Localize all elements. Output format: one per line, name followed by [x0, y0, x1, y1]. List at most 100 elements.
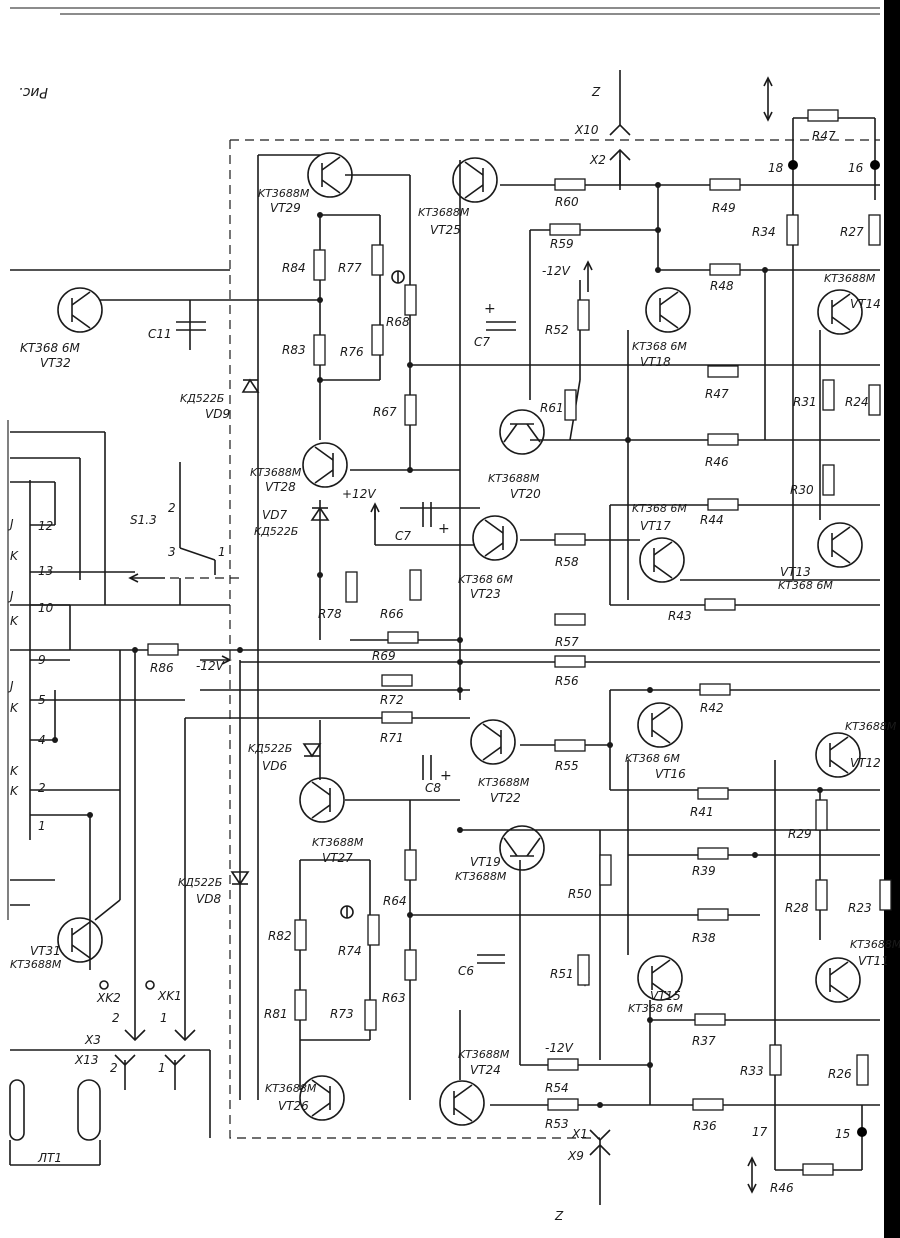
label-r29: R29: [788, 827, 812, 841]
label-r46-bottom: R46: [770, 1181, 794, 1195]
label-vt24-ref: VT24: [470, 1063, 501, 1077]
ic-pin-12: 12: [38, 519, 53, 533]
label-vd8-ref: VD8: [196, 892, 221, 906]
label-x3: X3: [84, 1033, 101, 1047]
label-r68: R68: [386, 315, 410, 329]
label-r72: R72: [380, 693, 404, 707]
label-r41: R41: [690, 805, 714, 819]
label-r46: R46: [705, 455, 729, 469]
transistor-vt15: [637, 955, 683, 1001]
label-r44: R44: [700, 513, 724, 527]
label-r54: R54: [545, 1081, 569, 1095]
label-vt28-type: KT3688M: [250, 466, 302, 479]
label-vt27-type: KT3688M: [312, 836, 364, 849]
ic-pin-13: 13: [38, 564, 53, 578]
label-r30: R30: [790, 483, 814, 497]
transistor-vt25: [452, 157, 498, 203]
transistor-vt14: [817, 289, 863, 335]
ic-fragment-5: J: [8, 679, 14, 693]
transistor-vt17: [639, 537, 685, 583]
label-vt19-ref: VT19: [470, 855, 501, 869]
label-vt17-type: KT368 6M: [632, 502, 687, 515]
label-node16: 16: [848, 161, 864, 175]
label-node18: 18: [768, 161, 784, 175]
label-vt23-type: KT368 6M: [458, 573, 513, 586]
label-vt29-type: KT3688M: [258, 187, 310, 200]
label-z-bottom: Z: [554, 1209, 564, 1223]
label-r47-top: R47: [812, 129, 836, 143]
transistor-vt12: [815, 732, 861, 778]
transistor-vt16: [637, 702, 683, 748]
label-r51: R51: [550, 967, 574, 981]
label-n1b: 1: [158, 1061, 166, 1075]
label-vt28-ref: VT28: [265, 480, 296, 494]
transistor-vt29: [307, 152, 353, 198]
ic-fragment-1: J: [8, 517, 14, 531]
label-r84: R84: [282, 261, 306, 275]
resistors-vertical: [294, 214, 892, 1086]
transistor-vt19: [499, 825, 545, 871]
label-r67: R67: [373, 405, 397, 419]
label-vt25-type: KT3688M: [418, 206, 470, 219]
label-z-top: Z: [591, 85, 601, 99]
label-r77: R77: [338, 261, 362, 275]
label-r82: R82: [268, 929, 292, 943]
label-c7-a: C7: [474, 335, 490, 349]
label-r43: R43: [668, 609, 692, 623]
ic-fragment-6: K: [10, 701, 19, 715]
caption-fragment: Рис.: [18, 84, 48, 100]
label-vt20-ref: VT20: [510, 487, 541, 501]
label-r42: R42: [700, 701, 724, 715]
label-vt16-type: KT368 6M: [625, 752, 680, 765]
ic-fragment-7: K: [10, 764, 19, 778]
transistor-vt18: [645, 287, 691, 333]
label-minus12-b: -12V: [196, 659, 225, 673]
transistor-vt32: [57, 287, 103, 333]
label-r60: R60: [555, 195, 579, 209]
label-vt17-ref: VT17: [640, 519, 671, 533]
ic-fragment-8: K: [10, 784, 19, 798]
trim-pots: [340, 270, 405, 919]
label-vt32-ref: VT32: [40, 356, 71, 370]
label-xk1: XK1: [157, 989, 182, 1003]
resistors-horizontal: [147, 109, 839, 1176]
label-vt32-type: KT368 6M: [20, 341, 81, 355]
label-lt1: ЛТ1: [37, 1151, 62, 1165]
label-r23: R23: [848, 901, 872, 915]
label-r48: R48: [710, 279, 734, 293]
label-c8: C8: [425, 781, 441, 795]
label-c6: C6: [458, 964, 474, 978]
label-plus-c8: +: [440, 768, 452, 784]
transistor-vt27: [299, 777, 345, 823]
label-c7-b: C7: [395, 529, 411, 543]
label-r81: R81: [264, 1007, 288, 1021]
label-vt26-ref: VT26: [278, 1099, 309, 1113]
page-edge: [884, 0, 900, 1238]
transistor-vt11: [815, 957, 861, 1003]
label-r55: R55: [555, 759, 579, 773]
label-vt12-type: KT3688M: [845, 720, 897, 733]
label-vd9-type: KД522Б: [180, 392, 224, 405]
label-n1: 1: [160, 1011, 168, 1025]
label-r63: R63: [382, 991, 406, 1005]
label-r59: R59: [550, 237, 574, 251]
label-r57: R57: [555, 635, 579, 649]
label-vt18-ref: VT18: [640, 355, 671, 369]
label-vt24-type: KT3688M: [458, 1048, 510, 1061]
label-vt13-type: KT368 6M: [778, 579, 833, 592]
label-vt11-ref: VT11: [858, 954, 889, 968]
label-minus12-c: -12V: [545, 1041, 574, 1055]
label-vt29-ref: VT29: [270, 201, 301, 215]
label-vt20-type: KT3688M: [488, 472, 540, 485]
label-vt31-type: KT3688M: [10, 958, 62, 971]
label-n2: 2: [112, 1011, 120, 1025]
label-node15: 15: [835, 1127, 850, 1141]
label-vt14-type: KT3688M: [824, 272, 876, 285]
label-r58: R58: [555, 555, 579, 569]
transistor-vt28: [302, 442, 348, 488]
label-x1: X1: [571, 1127, 588, 1141]
diodes: [230, 378, 330, 886]
label-c11: C11: [148, 327, 172, 341]
label-r38: R38: [692, 931, 716, 945]
